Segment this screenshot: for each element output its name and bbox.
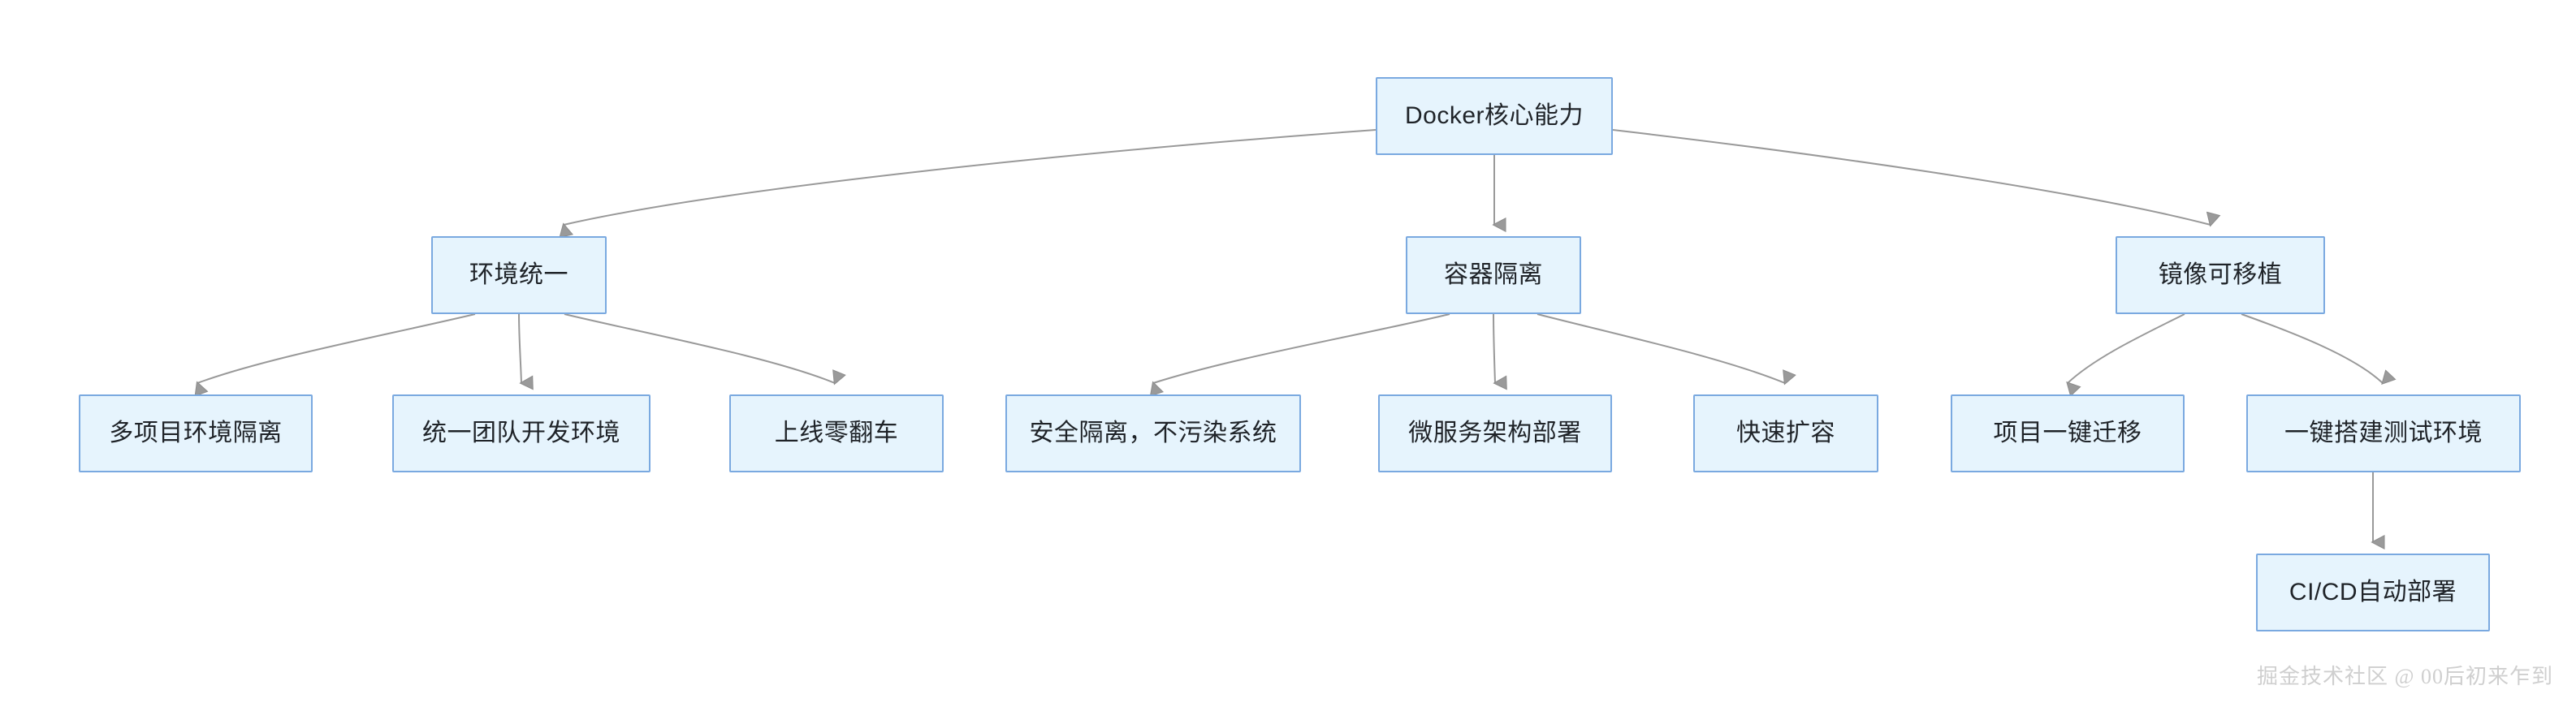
node-label: 一键搭建测试环境 [2284,420,2483,446]
node-label: 微服务架构部署 [1408,420,1582,446]
node-label: 快速扩容 [1736,420,1835,446]
node-label: 安全隔离，不污染系统 [1029,420,1277,446]
edge-l1a-to-l2a3 [564,313,835,383]
edge-l1b-to-l2b1 [1153,313,1450,383]
node-l2b1[interactable]: 安全隔离，不污染系统 [1005,394,1301,472]
edges-group [197,129,2383,542]
node-l1b[interactable]: 容器隔离 [1406,236,1581,314]
node-l1a[interactable]: 环境统一 [431,236,607,314]
node-l3c[interactable]: CI/CD自动部署 [2256,554,2490,631]
edge-l1a-to-l2a1 [197,313,476,383]
node-label: 项目一键迁移 [1993,420,2142,446]
node-label: 上线零翻车 [774,420,899,446]
node-l2b3[interactable]: 快速扩容 [1693,394,1878,472]
node-l2c1[interactable]: 项目一键迁移 [1951,394,2185,472]
watermark: 掘金技术社区 @ 00后初来乍到 [2257,665,2553,688]
node-l1c[interactable]: 镜像可移植 [2116,236,2325,314]
edge-root-to-l1c [1612,129,2211,225]
node-l2c2[interactable]: 一键搭建测试环境 [2246,394,2521,472]
edge-l1c-to-l2c2 [2241,313,2383,383]
edge-l1c-to-l2c1 [2068,313,2185,383]
node-label: 多项目环境隔离 [109,420,283,446]
node-label: CI/CD自动部署 [2289,579,2457,605]
edge-l1a-to-l2a2 [518,313,521,383]
node-label: Docker核心能力 [1404,102,1584,129]
node-l2a3[interactable]: 上线零翻车 [729,394,944,472]
node-label: 统一团队开发环境 [422,420,620,446]
node-root[interactable]: Docker核心能力 [1376,77,1613,155]
node-l2a1[interactable]: 多项目环境隔离 [79,394,313,472]
edge-l1b-to-l2b2 [1493,313,1495,383]
node-l2b2[interactable]: 微服务架构部署 [1378,394,1612,472]
node-label: 镜像可移植 [2158,261,2283,288]
node-l2a2[interactable]: 统一团队开发环境 [392,394,650,472]
node-label: 环境统一 [469,261,568,288]
node-label: 容器隔离 [1444,261,1543,288]
edge-root-to-l1a [564,129,1377,225]
edge-l1b-to-l2b3 [1537,313,1785,383]
